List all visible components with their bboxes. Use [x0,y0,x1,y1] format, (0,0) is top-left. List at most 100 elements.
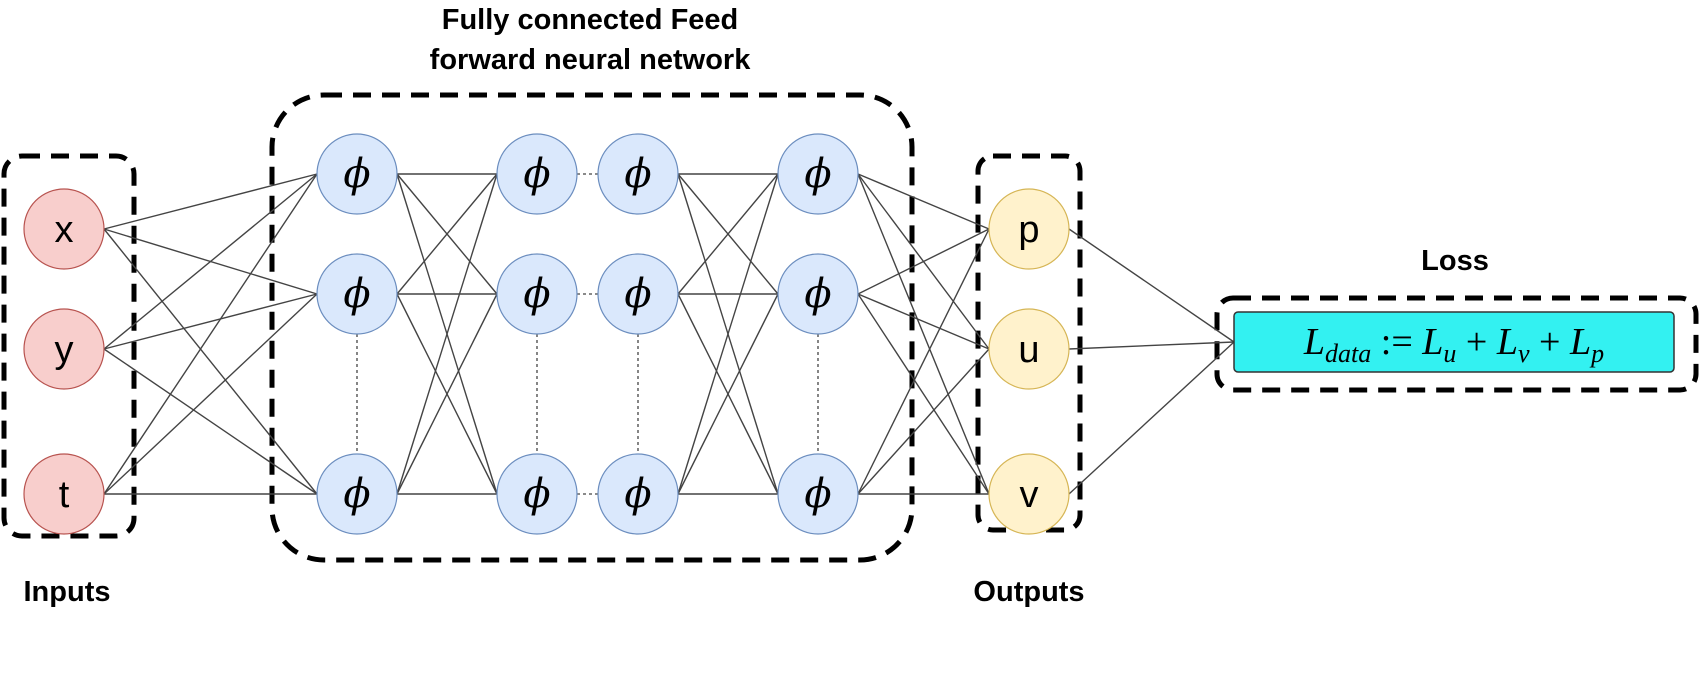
loss-assign: := [1371,321,1422,363]
loss-L-data: L [1303,321,1325,363]
loss-L-v: L [1496,321,1518,363]
hidden-node-3-1-label: ϕ [804,271,831,317]
edge-input-2-hidden1-1 [103,293,318,495]
hidden-node-3-0-circle [777,133,859,215]
loss-L-u: L [1421,321,1443,363]
inputs-label: Inputs [24,576,111,608]
output-node-v-circle [988,453,1070,535]
hidden-node-2-0: ϕ [597,133,679,215]
output-node-u-label: u [1018,329,1039,371]
edge-hidden4-2-output-1 [857,348,990,495]
edge-input-2-hidden1-0 [103,173,318,495]
edge-output-1-loss [1068,341,1235,350]
edge-input-1-hidden1-0 [103,173,318,350]
title-line-2: forward neural network [430,44,752,76]
hidden-node-3-2-circle [777,453,859,535]
hidden-node-2-2: ϕ [597,453,679,535]
hidden-node-1-0-label: ϕ [523,151,550,197]
hidden-node-2-1: ϕ [597,253,679,335]
inputs-group-box [1,153,137,539]
hidden-node-2-1-label: ϕ [624,271,651,317]
hidden-node-1-0-circle [496,133,578,215]
dotted-continuations [356,173,819,495]
output-node-v: v [988,453,1070,535]
edge-hidden1-2-hidden2-1 [396,293,498,495]
edge-input-1-hidden1-1 [103,293,318,350]
loss-label: Loss [1421,245,1489,277]
output-node-p-label: p [1018,209,1039,251]
hidden-node-1-2-label: ϕ [523,471,550,517]
input-node-y-circle [23,308,105,390]
hidden-node-0-1-circle [316,253,398,335]
hidden-layers-group-box [269,92,915,563]
edge-hidden4-1-output-2 [857,293,990,495]
edge-output-2-loss [1068,341,1235,495]
hidden-node-3-2: ϕ [777,453,859,535]
hidden-node-0-0-circle [316,133,398,215]
edge-input-0-hidden1-2 [103,228,318,495]
outputs-label: Outputs [973,576,1084,608]
loss-formula-box [1233,311,1675,373]
output-node-u: u [988,308,1070,390]
input-node-y-label: y [55,329,74,371]
loss-data-subscript: data [1325,339,1371,368]
input-node-x-circle [23,188,105,270]
hidden-node-2-2-circle [597,453,679,535]
output-node-p: p [988,188,1070,270]
hidden-node-2-1-circle [597,253,679,335]
output-node-v-label: v [1020,474,1039,516]
hidden-node-3-1: ϕ [777,253,859,335]
hidden-node-0-2-label: ϕ [343,471,370,517]
hidden-node-0-0: ϕ [316,133,398,215]
hidden-node-2-0-circle [597,133,679,215]
edge-hidden4-1-output-1 [857,293,990,350]
hidden-node-3-2-label: ϕ [804,471,831,517]
edge-hidden4-0-output-0 [857,173,990,230]
hidden-node-2-2-label: ϕ [624,471,651,517]
hidden-node-0-2: ϕ [316,453,398,535]
loss-plus-1: + [1456,321,1496,363]
input-node-x: x [23,188,105,270]
loss-formula: Ldata := Lu + Lv + Lp [1303,321,1604,368]
loss-p-subscript: p [1589,339,1604,368]
edge-output-0-loss [1068,228,1235,343]
loss-group-box [1214,295,1699,393]
edge-input-0-hidden1-0 [103,173,318,230]
hidden-node-1-0: ϕ [496,133,578,215]
edge-hidden3-2-hidden4-0 [677,173,779,495]
hidden-node-1-1: ϕ [496,253,578,335]
loss-L-p: L [1569,321,1591,363]
output-node-u-circle [988,308,1070,390]
hidden-node-1-2: ϕ [496,453,578,535]
hidden-node-3-1-circle [777,253,859,335]
edge-hidden4-2-output-0 [857,228,990,495]
input-node-y: y [23,308,105,390]
edge-hidden3-1-hidden4-0 [677,173,779,295]
loss-v-subscript: v [1518,339,1530,368]
title-line-1: Fully connected Feed [442,4,739,36]
edge-hidden4-1-output-0 [857,228,990,295]
input-node-t-label: t [59,474,70,516]
loss-plus-2: + [1530,321,1570,363]
connections [103,173,1235,495]
edge-input-1-hidden1-2 [103,348,318,495]
input-node-t: t [23,453,105,535]
hidden-node-0-0-label: ϕ [343,151,370,197]
hidden-node-2-0-label: ϕ [624,151,651,197]
hidden-node-1-2-circle [496,453,578,535]
hidden-node-3-0-label: ϕ [804,151,831,197]
edge-hidden1-1-hidden2-0 [396,173,498,295]
output-node-p-circle [988,188,1070,270]
hidden-node-0-1-label: ϕ [343,271,370,317]
input-node-t-circle [23,453,105,535]
input-node-x-label: x [55,209,74,251]
edge-hidden4-0-output-2 [857,173,990,495]
hidden-node-1-1-circle [496,253,578,335]
hidden-node-1-1-label: ϕ [523,271,550,317]
loss-u-subscript: u [1443,339,1456,368]
hidden-node-0-2-circle [316,453,398,535]
edge-hidden1-2-hidden2-0 [396,173,498,495]
edge-hidden3-2-hidden4-1 [677,293,779,495]
hidden-node-0-1: ϕ [316,253,398,335]
